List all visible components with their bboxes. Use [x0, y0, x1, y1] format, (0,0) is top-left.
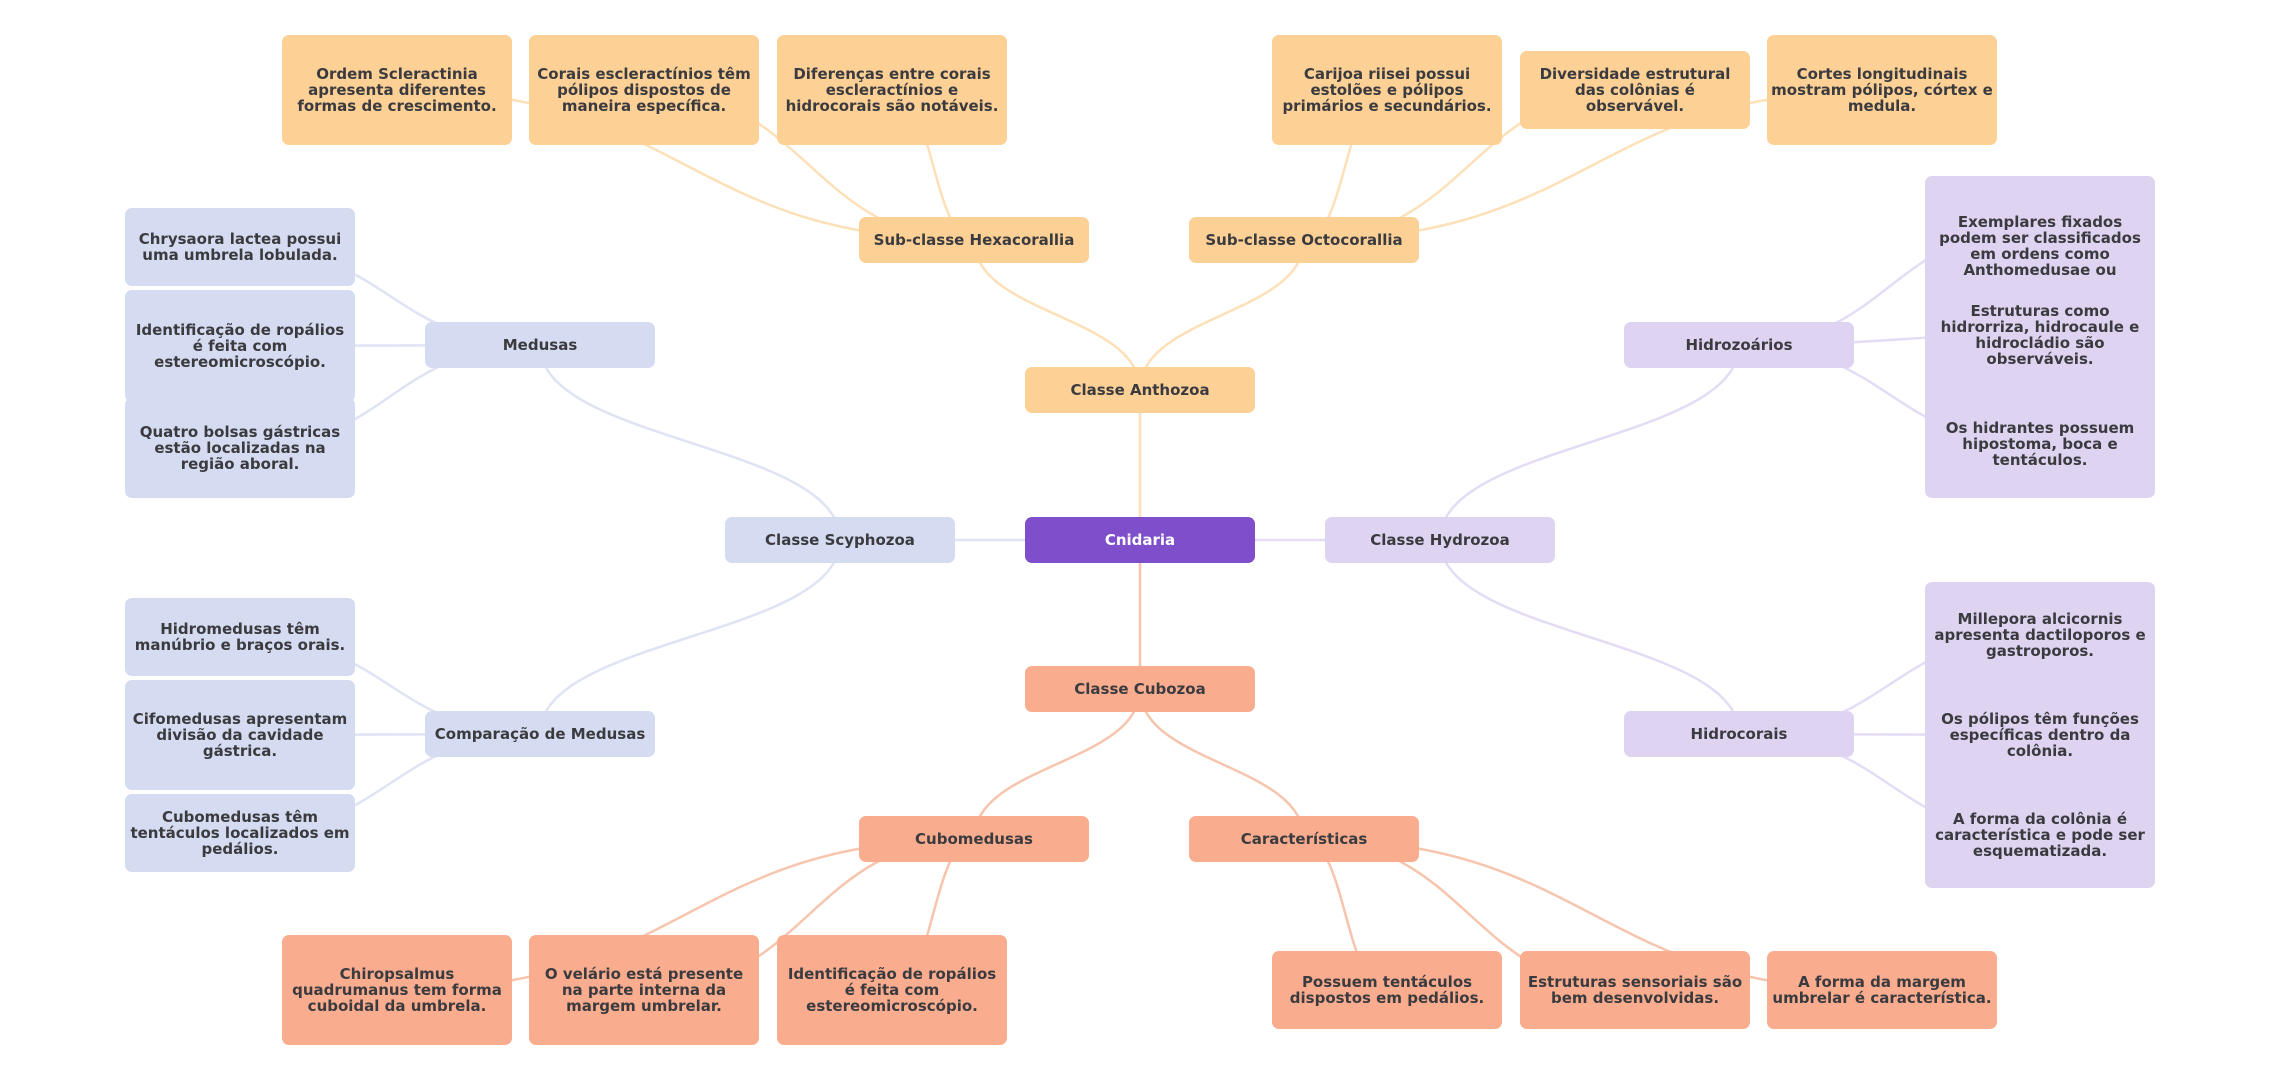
node-classe-cubozoa[interactable]: Classe Cubozoa [1025, 666, 1255, 712]
leaf-node[interactable]: Cifomedusas apresentam divisão da cavida… [125, 680, 355, 790]
leaf-node[interactable]: Identificação de ropálios é feita com es… [125, 290, 355, 402]
leaf-node[interactable]: O velário está presente na parte interna… [529, 935, 759, 1045]
leaf-text: Exemplares fixados podem ser classificad… [1939, 214, 2141, 278]
leaf-node[interactable]: Diversidade estrutural das colônias é ob… [1520, 51, 1750, 129]
leaf-node[interactable]: Corais escleractínios têm pólipos dispos… [529, 35, 759, 145]
leaf-node[interactable]: Cortes longitudinais mostram pólipos, có… [1767, 35, 1997, 145]
node-cubomedusas[interactable]: Cubomedusas [859, 816, 1089, 862]
node-classe-anthozoa[interactable]: Classe Anthozoa [1025, 367, 1255, 413]
leaf-node[interactable]: A forma da colônia é característica e po… [1925, 782, 2155, 888]
node-classe-hydrozoa[interactable]: Classe Hydrozoa [1325, 517, 1555, 563]
leaf-node[interactable]: Quatro bolsas gástricas estão localizada… [125, 398, 355, 498]
leaf-node[interactable]: Carijoa riisei possui estolões e pólipos… [1272, 35, 1502, 145]
leaf-node[interactable]: Exemplares fixados podem ser classificad… [1925, 176, 2155, 280]
node-classe-scyphozoa[interactable]: Classe Scyphozoa [725, 517, 955, 563]
node-octocorallia[interactable]: Sub-classe Octocorallia [1189, 217, 1419, 263]
root-node-cnidaria[interactable]: Cnidaria [1025, 517, 1255, 563]
leaf-node[interactable]: Estruturas sensoriais são bem desenvolvi… [1520, 951, 1750, 1029]
leaf-node[interactable]: Possuem tentáculos dispostos em pedálios… [1272, 951, 1502, 1029]
connector-line [538, 539, 842, 735]
node-hexacorallia[interactable]: Sub-classe Hexacorallia [859, 217, 1089, 263]
node-hidrozoarios[interactable]: Hidrozoários [1624, 322, 1854, 368]
leaf-node[interactable]: Identificação de ropálios é feita com es… [777, 935, 1007, 1045]
connector-line [972, 239, 1142, 391]
leaf-node[interactable]: Estruturas como hidrorriza, hidrocaule e… [1925, 280, 2155, 390]
leaf-node[interactable]: Diferenças entre corais escleractínios e… [777, 35, 1007, 145]
leaf-node[interactable]: Ordem Scleractinia apresenta diferentes … [282, 35, 512, 145]
leaf-node[interactable]: Cubomedusas têm tentáculos localizados e… [125, 794, 355, 872]
leaf-node[interactable]: Chiropsalmus quadrumanus tem forma cuboi… [282, 935, 512, 1045]
connector-line [972, 688, 1142, 840]
leaf-node[interactable]: Hidromedusas têm manúbrio e braços orais… [125, 598, 355, 676]
connector-line [1438, 344, 1741, 541]
leaf-node[interactable]: Os hidrantes possuem hipostoma, boca e t… [1925, 390, 2155, 498]
leaf-node[interactable]: Millepora alcicornis apresenta dactilopo… [1925, 582, 2155, 688]
connector-line [538, 344, 842, 541]
node-medusas[interactable]: Medusas [425, 322, 655, 368]
node-hidrocorais[interactable]: Hidrocorais [1624, 711, 1854, 757]
leaf-node[interactable]: Chrysaora lactea possui uma umbrela lobu… [125, 208, 355, 286]
leaf-node[interactable]: A forma da margem umbrelar é característ… [1767, 951, 1997, 1029]
connector-line [1438, 539, 1741, 735]
node-caracteristicas[interactable]: Características [1189, 816, 1419, 862]
connector-line [1138, 688, 1306, 840]
node-comparacao-medusas[interactable]: Comparação de Medusas [425, 711, 655, 757]
leaf-node[interactable]: Os pólipos têm funções específicas dentr… [1925, 688, 2155, 782]
connector-line [1138, 239, 1306, 391]
